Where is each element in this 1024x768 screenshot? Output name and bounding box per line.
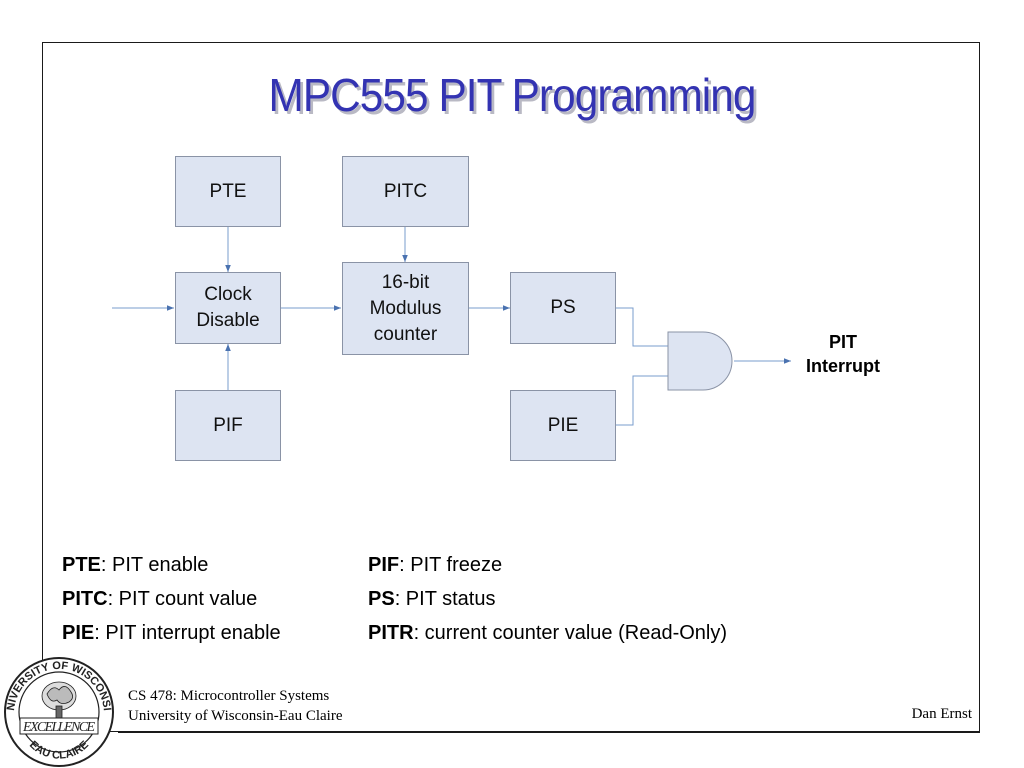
pitc-block: PITC [342, 156, 469, 227]
clock-disable-block: Clock Disable [175, 272, 281, 344]
pif-block: PIF [175, 390, 281, 461]
footer-divider [118, 732, 980, 733]
pit-interrupt-label: PIT Interrupt [806, 332, 880, 376]
slide-frame [42, 42, 980, 732]
legend-item-pif: PIF: PIT freeze [368, 548, 727, 582]
slide-title: MPC555 PIT Programming [268, 69, 756, 121]
legend-item-ps: PS: PIT status [368, 582, 727, 616]
legend-desc: : PIT interrupt enable [94, 622, 281, 644]
pie-to-gate-wire [616, 375, 668, 426]
legend-term: PS [368, 588, 395, 610]
legend-term: PTE [62, 554, 101, 576]
pte-block: PTE [175, 156, 281, 227]
legend-term: PITR [368, 622, 414, 644]
university-name: University of Wisconsin-Eau Claire [128, 708, 343, 724]
ps-to-gate-wire [616, 307, 668, 347]
course-title: CS 478: Microcontroller Systems [128, 688, 330, 704]
legend-right: PIF: PIT freeze PS: PIT status PITR: cur… [368, 548, 727, 650]
ps-block: PS [510, 272, 616, 344]
pie-block: PIE [510, 390, 616, 461]
tree-icon [41, 681, 77, 721]
legend-term: PIF [368, 554, 400, 576]
modulus-counter-block: 16-bit Modulus counter [342, 262, 469, 355]
legend-desc: : current counter value (Read-Only) [413, 622, 728, 644]
legend-item-pte: PTE: PIT enable [62, 548, 281, 582]
legend-desc: : PIT count value [107, 588, 258, 610]
legend-desc: : PIT enable [100, 554, 209, 576]
author-name: Dan Ernst [911, 706, 972, 722]
legend-term: PITC [62, 588, 108, 610]
university-seal-logo: UNIVERSITY OF WISCONSIN EAU CLAIRE EXCEL… [2, 656, 114, 767]
and-gate [667, 331, 733, 391]
legend-item-pie: PIE: PIT interrupt enable [62, 616, 281, 650]
legend-term: PIE [62, 622, 95, 644]
legend-item-pitr: PITR: current counter value (Read-Only) [368, 616, 727, 650]
legend-item-pitc: PITC: PIT count value [62, 582, 281, 616]
legend-desc: : PIT status [394, 588, 496, 610]
legend-desc: : PIT freeze [399, 554, 503, 576]
legend-left: PTE: PIT enable PITC: PIT count value PI… [62, 548, 281, 650]
svg-text:EXCELLENCE: EXCELLENCE [22, 720, 95, 735]
footer-left: CS 478: Microcontroller Systems Universi… [128, 686, 343, 726]
